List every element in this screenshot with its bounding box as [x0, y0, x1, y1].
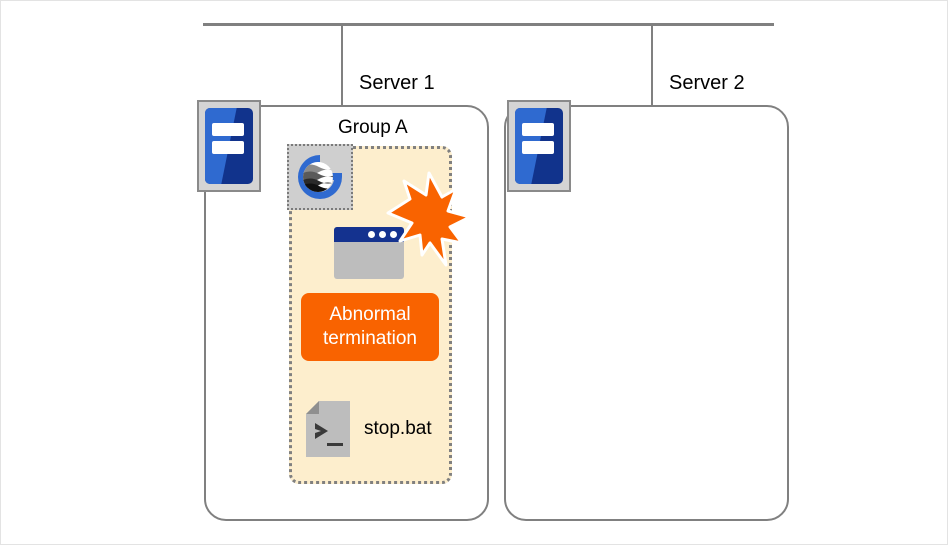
group-a-label: Group A	[338, 117, 408, 138]
window-dot-icon	[390, 231, 397, 238]
server-bar-icon	[211, 123, 245, 137]
network-drop-line-server-1	[341, 23, 343, 105]
server-icon-body	[205, 108, 253, 184]
status-line-1: Abnormal	[329, 304, 411, 325]
window-dot-icon	[368, 231, 375, 238]
abnormal-termination-status: Abnormal termination	[301, 293, 439, 361]
window-dot-icon	[379, 231, 386, 238]
batch-file-row: stop.bat	[306, 401, 432, 457]
server-bar-icon	[211, 141, 245, 155]
server-icon-body	[515, 108, 563, 184]
window-titlebar	[334, 227, 404, 242]
server-1-label: Server 1	[359, 72, 435, 94]
server-2-label: Server 2	[669, 72, 745, 94]
status-line-2: termination	[323, 328, 417, 349]
batch-file-icon	[306, 401, 350, 457]
network-drop-line-server-2	[651, 23, 653, 105]
application-window-icon	[334, 227, 404, 279]
cluster-logo-icon	[289, 146, 351, 208]
server-2-icon	[507, 100, 571, 192]
server-bar-icon	[521, 123, 555, 137]
server-1-icon	[197, 100, 261, 192]
server-bar-icon	[521, 141, 555, 155]
network-bus-line	[203, 23, 774, 26]
batch-file-label: stop.bat	[364, 418, 432, 439]
explosion-burst-icon	[386, 169, 472, 271]
cluster-logo-tile	[287, 144, 353, 210]
